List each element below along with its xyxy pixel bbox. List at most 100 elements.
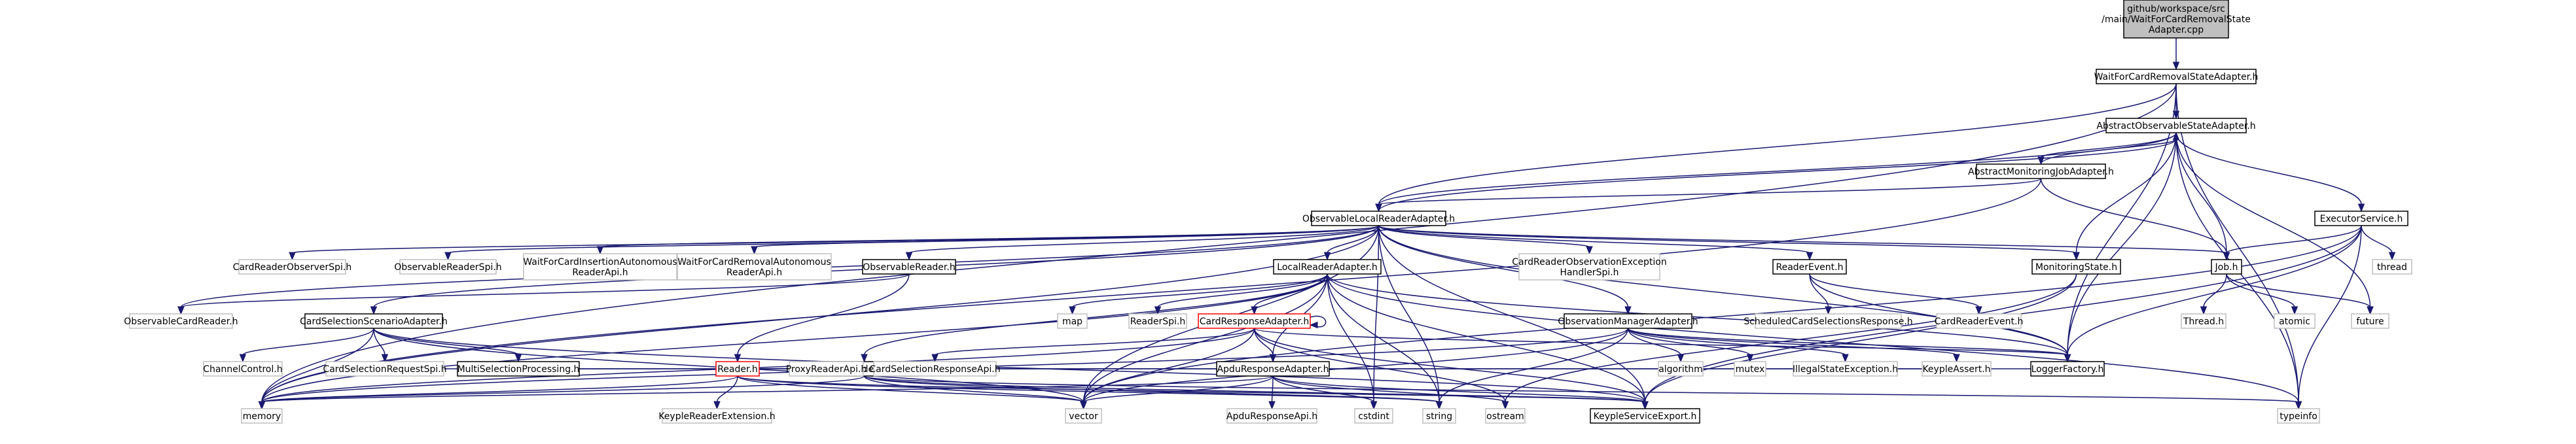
- edge-es-to-thread: [2361, 225, 2396, 261]
- arrowhead: [2357, 203, 2365, 213]
- edge-line: [1373, 225, 1380, 403]
- arrowhead: [1586, 246, 1593, 255]
- node-box: [203, 361, 283, 377]
- node-label: CardSelectionScenarioAdapter.h: [300, 316, 448, 327]
- edge-olra-to-job: [1378, 225, 2230, 261]
- node-label: github/workspace/src: [2127, 4, 2225, 14]
- arrowhead: [2291, 306, 2299, 315]
- node-ors: ObservableReaderSpi.h: [394, 259, 502, 275]
- node-olra[interactable]: ObservableLocalReaderAdapter.h: [1302, 211, 1455, 226]
- edge-es-to-lf: [2064, 225, 2362, 363]
- arrowhead: [751, 246, 758, 255]
- node-wfcrsa[interactable]: WaitForCardRemovalStateAdapter.h: [2094, 69, 2259, 84]
- edge-line: [1505, 273, 2077, 403]
- node-future: future: [2351, 313, 2389, 329]
- node-label: string: [1426, 411, 1452, 422]
- edge-line: [1627, 328, 2068, 356]
- edge-line: [1071, 273, 1328, 308]
- edge-line: [373, 328, 1646, 403]
- node-re[interactable]: ReaderEvent.h: [1772, 259, 1847, 275]
- node-lra[interactable]: LocalReaderAdapter.h: [1273, 259, 1382, 275]
- edge-line: [261, 83, 2177, 403]
- node-msp[interactable]: MultiSelectionProcessing.h: [457, 361, 580, 377]
- node-label: future: [2356, 316, 2384, 327]
- edge-line: [2175, 132, 2371, 308]
- node-box: [399, 259, 497, 275]
- node-reader[interactable]: Reader.h: [715, 361, 760, 377]
- arrowhead: [931, 354, 939, 363]
- node-box: [1734, 361, 1766, 377]
- node-ise: IllegalStateException.h: [1793, 361, 1898, 377]
- node-aosa[interactable]: AbstractObservableStateAdapter.h: [2096, 118, 2256, 133]
- node-box: [862, 259, 956, 275]
- node-box: [1976, 163, 2106, 179]
- arrowhead: [2388, 252, 2396, 261]
- node-box: [2105, 118, 2247, 133]
- node-job[interactable]: Job.h: [2211, 259, 2242, 275]
- node-label: Job.h: [2215, 262, 2238, 273]
- edge-line: [1327, 273, 2299, 403]
- node-label: cstdint: [1358, 411, 1389, 422]
- edge-line: [1378, 225, 1590, 248]
- node-label: atomic: [2279, 316, 2310, 327]
- edge-line: [1253, 328, 2068, 356]
- node-cssa[interactable]: CardSelectionScenarioAdapter.h: [300, 313, 448, 329]
- arrowhead: [2172, 131, 2180, 141]
- edge-line: [1378, 225, 2227, 254]
- edge-line: [1627, 328, 1681, 356]
- node-box: [2096, 69, 2257, 84]
- node-label: CardSelectionRequestSpi.h: [323, 364, 446, 375]
- node-label: HandlerSpi.h: [1560, 267, 1619, 278]
- arrowhead: [596, 246, 604, 255]
- edge-line: [1378, 225, 1810, 254]
- edge-olra-to-wfcia: [596, 225, 1380, 255]
- node-ocr: ObservableCardReader.h: [124, 313, 238, 329]
- edge-amja-to-olra: [1375, 178, 2042, 213]
- node-box: [2351, 313, 2389, 329]
- arrowhead: [1677, 354, 1685, 363]
- node-es[interactable]: ExecutorService.h: [2314, 211, 2408, 226]
- node-box: [1936, 313, 2022, 329]
- node-layer: github/workspace/src/main/WaitForCardRem…: [124, 0, 2412, 424]
- node-box: [1065, 408, 1102, 424]
- node-kse[interactable]: KeypleServiceExport.h: [1590, 408, 1700, 424]
- node-box: [457, 361, 580, 377]
- node-ms[interactable]: MonitoringState.h: [2031, 259, 2121, 275]
- edge-root-to-wfcrsa: [2172, 38, 2180, 71]
- edge-reader-to-string: [737, 375, 1443, 410]
- arrowhead: [370, 306, 378, 315]
- node-apapi: ApduResponseApi.h: [1226, 408, 1317, 424]
- node-cra[interactable]: CardResponseAdapter.h: [1198, 313, 1311, 329]
- arrowhead: [2172, 61, 2180, 71]
- node-label: ObservableReaderSpi.h: [394, 262, 501, 273]
- node-amja[interactable]: AbstractMonitoringJobAdapter.h: [1968, 163, 2114, 179]
- node-box: [1226, 408, 1317, 424]
- node-label: ProxyReaderApi.h: [786, 364, 867, 375]
- node-box: [1273, 259, 1382, 275]
- node-apra[interactable]: ApduResponseAdapter.h: [1216, 361, 1330, 377]
- node-root[interactable]: github/workspace/src/main/WaitForCardRem…: [2102, 0, 2251, 39]
- edge-line: [2226, 273, 2295, 308]
- edge-cssa-to-msp: [373, 328, 522, 363]
- node-lf[interactable]: LoggerFactory.h: [2030, 361, 2105, 377]
- arrowhead: [1746, 354, 1754, 363]
- edge-olra-to-aosa: [1378, 131, 2180, 212]
- arrowhead: [1268, 401, 1276, 410]
- edge-line: [2226, 225, 2362, 254]
- edge-line: [1378, 83, 2177, 205]
- edge-line: [737, 375, 1440, 403]
- node-label: LoggerFactory.h: [2031, 364, 2104, 375]
- edge-line: [737, 375, 1084, 403]
- node-or[interactable]: ObservableReader.h: [862, 259, 956, 275]
- node-oma[interactable]: ObservationManagerAdapter.h: [1558, 313, 1698, 329]
- arrowhead: [177, 306, 185, 315]
- arrowhead: [1806, 252, 1814, 261]
- node-label: CardReaderObservationException: [1512, 257, 1666, 267]
- edge-line: [1253, 328, 1646, 403]
- node-typeinfo: typeinfo: [2277, 408, 2320, 424]
- node-box: [789, 361, 864, 377]
- node-label: ObservableCardReader.h: [124, 316, 238, 327]
- node-atomic: atomic: [2274, 313, 2316, 329]
- node-box: [2123, 0, 2229, 39]
